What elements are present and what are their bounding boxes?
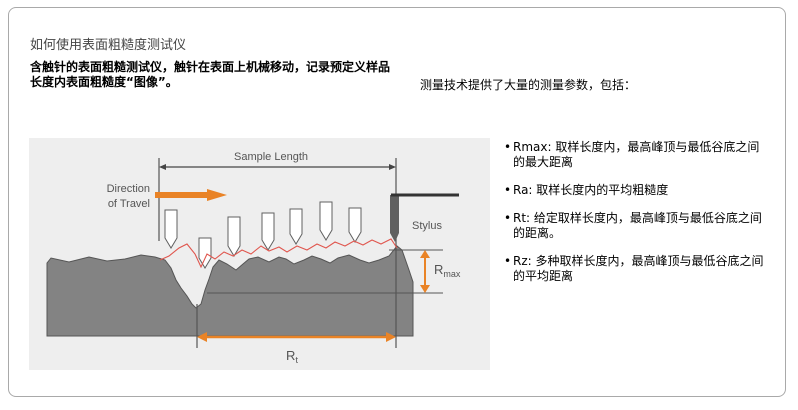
probe-trace-1 (164, 209, 178, 249)
direction-label-line2: of Travel (108, 198, 150, 210)
rmax-label-main: R (434, 262, 443, 277)
rmax-label: Rmax (434, 262, 461, 279)
rt-arrow-right-head (386, 332, 396, 342)
surface-body (46, 245, 414, 337)
rt-label-main: R (286, 348, 295, 363)
parameter-rt: Rt: 给定取样长度内，最高峰顶与最低谷底之间的距离。 (504, 211, 766, 241)
stylus-label: Stylus (412, 220, 442, 232)
direction-arrow (155, 189, 227, 201)
parameter-list: Rmax: 取样长度内，最高峰顶与最低谷底之间的最大距离 Ra: 取样长度内的平… (504, 140, 766, 297)
probe-trace-4 (261, 212, 275, 251)
sample-length-label: Sample Length (234, 151, 308, 163)
probe-trace-7 (348, 207, 362, 243)
parameter-rmax: Rmax: 取样长度内，最高峰顶与最低谷底之间的最大距离 (504, 140, 766, 170)
rt-label-sub: t (295, 355, 298, 365)
page-title: 如何使用表面粗糙度测试仪 (30, 38, 187, 53)
parameter-ra: Ra: 取样长度内的平均粗糙度 (504, 183, 766, 198)
probe-trace-6 (319, 201, 333, 241)
roughness-diagram: Sample Length Direction of Travel Stylus… (29, 138, 490, 370)
intro-text: 含触针的表面粗糙测试仪，触针在表面上机械移动，记录预定义样品长度内表面粗糙度“图… (30, 60, 391, 89)
mean-roughness-line (159, 238, 398, 269)
sample-length-arrow-left-head (159, 164, 166, 170)
rt-arrow-left-head (197, 332, 207, 342)
probe-trace-2 (198, 237, 212, 269)
rt-label: Rt (286, 348, 298, 365)
direction-label-line1: Direction (107, 183, 150, 195)
probe-trace-5 (289, 208, 303, 245)
sample-length-arrow-right-head (389, 164, 396, 170)
rmax-label-sub: max (443, 269, 461, 279)
roughness-diagram-svg: Sample Length Direction of Travel Stylus… (46, 151, 461, 365)
stylus-arm (390, 195, 399, 242)
rmax-arrow-bottom-head (420, 285, 430, 293)
probe-trace-3 (227, 216, 241, 257)
parameter-rz: Rz: 多种取样长度内，最高峰顶与最低谷底之间的平均距离 (504, 254, 766, 284)
probe-traces (164, 201, 362, 269)
parameters-intro: 测量技术提供了大量的测量参数，包括： (420, 78, 637, 92)
rmax-arrow-top-head (420, 250, 430, 258)
